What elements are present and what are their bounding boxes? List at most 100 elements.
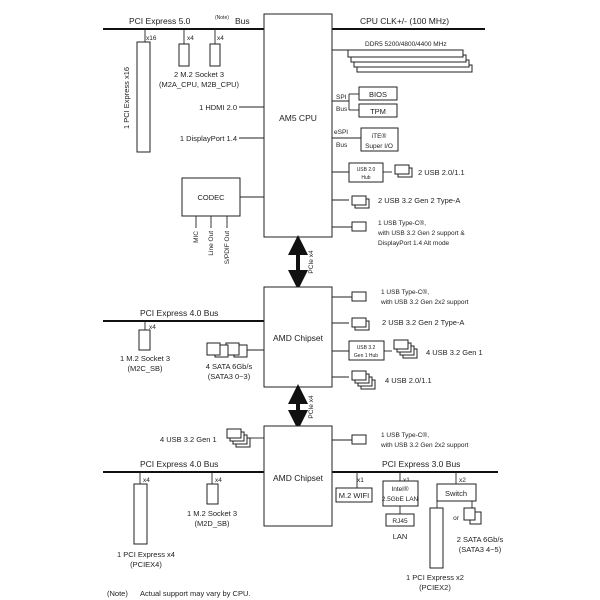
switch-label: Switch [445,489,467,498]
pcie-switch-chip [436,483,477,502]
pcie3-bus-label: PCI Express 3.0 Bus [382,459,460,469]
sata2-ports-icon [463,507,476,521]
line-out-label: Line Out [208,231,215,256]
chipset2-typec-label-2: with USB 3.2 Gen 2x2 support [380,442,469,449]
switch-lane-label: x2 [459,477,466,484]
pcie-x16-lane-label: x16 [146,35,157,42]
chipset-2-block [263,425,333,527]
pciex2-label-2: (PCIEX2) [419,583,451,592]
chipset-1-label: AMD Chipset [273,333,324,343]
usb2-ports-label: 2 USB 2.0/1.1 [418,168,465,177]
usb32-hub-label-1: USB 3.2 [357,345,376,351]
displayport-label: 1 DisplayPort 1.4 [180,134,237,143]
tpm-label: TPM [370,107,386,116]
pcie5-bus-suffix: Bus [235,16,250,26]
usb32-hub-chip [348,340,385,361]
cpu-clk-label: CPU CLK+/- (100 MHz) [360,16,449,26]
m2d-label-1: 1 M.2 Socket 3 [187,509,237,518]
chipset-1-block [263,286,333,388]
intel-lan-chip [382,480,419,507]
chipset1-usb2-label: 4 USB 2.0/1.1 [385,376,432,385]
cpu-typec-label-1: 1 USB Type-C®, [378,219,426,227]
rj45-port [385,513,415,527]
note-mark: (Note) [107,589,128,598]
superio-label: Super I/O [365,143,393,150]
espi-bus-label: Bus [336,142,348,149]
m2d-socket [206,483,219,505]
rj45-label: RJ45 [392,518,408,525]
pciex4-label-1: 1 PCI Express x4 [117,550,175,559]
usb2-hub-label-2: Hub [361,175,370,181]
spi-bus-label: Bus [336,106,348,113]
pcie4-bus-label-2: PCI Express 4.0 Bus [140,459,218,469]
bios-chip [358,86,398,101]
pcie5-note-mark: (Note) [215,15,229,21]
m2a-socket [178,43,190,67]
chipset1-typec-label-1: 1 USB Type-C®, [381,288,429,296]
chipset1-typec-label-2: with USB 3.2 Gen 2x2 support [380,299,469,306]
m2-cpu-label-2: (M2A_CPU, M2B_CPU) [159,80,240,89]
note-text: Actual support may vary by CPU. [140,589,250,598]
cpu-typec-label-3: DisplayPort 1.4 Alt mode [378,240,450,247]
pcie5-bus-label: PCI Express 5.0 [129,16,191,26]
m2-wifi-label: M.2 WIFI [339,491,369,500]
sata2-label-1: 2 SATA 6Gb/s [457,535,504,544]
ddr5-label: DDR5 5200/4800/4400 MHz [365,41,447,48]
link2-label: PCIe x4 [308,395,315,419]
wifi-lane-label: x1 [357,477,364,484]
m2-wifi-slot [335,487,373,503]
pcie4-bus-label-1: PCI Express 4.0 Bus [140,308,218,318]
spdif-out-label: S/PDIF Out [224,231,231,264]
ddr5-module-1 [347,49,464,58]
lan-chip-label-2: 2.5GbE LAN [382,496,419,503]
pciex4-lane-label: x4 [143,477,150,484]
usb32-hub-label-2: Gen 1 Hub [354,353,378,359]
ite-label: iTE® [372,132,387,140]
chipset1-usb32g1-label: 4 USB 3.2 Gen 1 [426,348,483,357]
spi-label: SPI [336,94,347,101]
sata2-label-2: (SATA3 4~5) [459,545,502,554]
m2c-lane-label: x4 [149,324,156,331]
chipset2-usb32g1-label: 4 USB 3.2 Gen 1 [160,435,217,444]
pciex4-slot [133,483,148,545]
link1-label: PCIe x4 [308,250,315,274]
m2b-lane-label: x4 [217,35,224,42]
m2d-label-2: (M2D_SB) [194,519,230,528]
m2a-lane-label: x4 [187,35,194,42]
chipset1-usb32g2-label: 2 USB 3.2 Gen 2 Type-A [382,318,464,327]
chipset-2-label: AMD Chipset [273,473,324,483]
pciex2-slot [429,507,444,569]
m2d-lane-label: x4 [215,477,222,484]
pcie-x16-slot [136,41,151,153]
pciex4-label-2: (PCIEX4) [130,560,162,569]
cpu-typec-label-2: with USB 3.2 Gen 2 support & [377,230,465,237]
tpm-chip [358,103,398,118]
cpu-block [263,13,333,238]
mic-label: MIC [193,231,200,243]
codec-label: CODEC [197,193,225,202]
hdmi-label: 1 HDMI 2.0 [199,103,237,112]
m2c-label-1: 1 M.2 Socket 3 [120,354,170,363]
cpu-label: AM5 CPU [279,113,317,123]
usb2-hub-label-1: USB 2.0 [357,167,376,173]
cpu-usb32g2-label: 2 USB 3.2 Gen 2 Type-A [378,196,460,205]
chipset2-typec-label-1: 1 USB Type-C®, [381,431,429,439]
sata1-label-2: (SATA3 0~3) [208,372,251,381]
or-label: or [453,515,460,522]
lan-label: LAN [393,532,408,541]
pcie-x16-label: 1 PCI Express x16 [122,67,131,129]
m2-cpu-label-1: 2 M.2 Socket 3 [174,70,224,79]
sata-ports-icon [206,342,221,356]
bios-label: BIOS [369,90,387,99]
usb2-hub-chip [348,162,384,183]
lan-chip-label-1: Intel® [391,485,408,493]
sata1-label-1: 4 SATA 6Gb/s [206,362,253,371]
m2c-socket [138,329,151,351]
m2c-label-2: (M2C_SB) [127,364,163,373]
m2b-socket [209,43,221,67]
espi-label: eSPI [334,129,348,136]
ite-superio-chip [360,127,399,152]
pciex2-label-1: 1 PCI Express x2 [406,573,464,582]
